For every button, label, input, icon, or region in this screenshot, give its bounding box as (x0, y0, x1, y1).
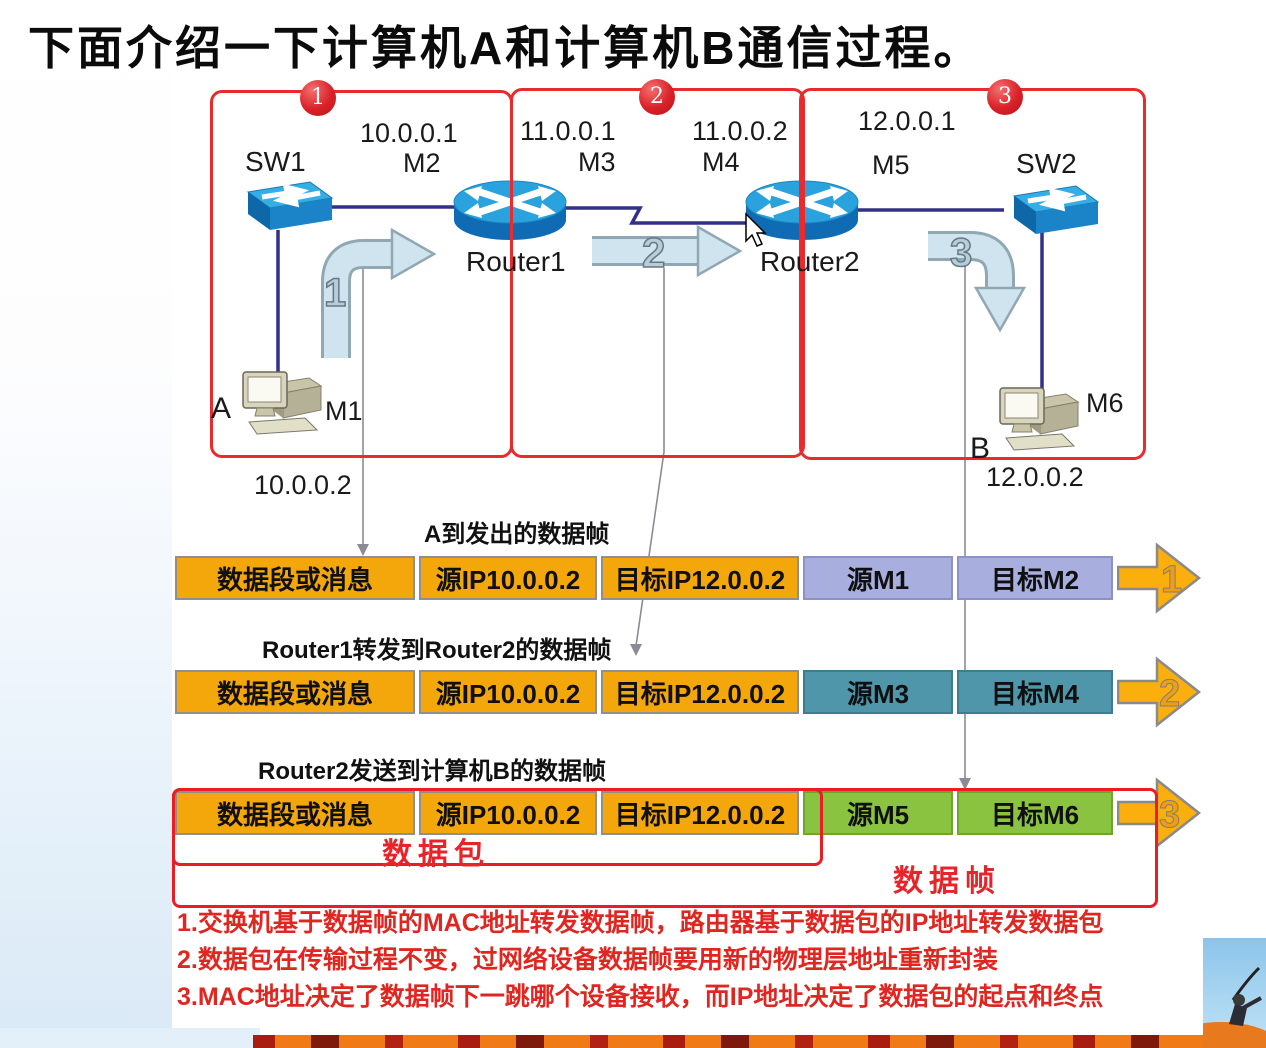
label-router2: Router2 (760, 246, 860, 277)
frame-cell-src-mac: 源M5 (803, 791, 953, 835)
label-mac-m2: M2 (403, 148, 441, 178)
frame-cell-src-ip: 源IP10.0.0.2 (419, 556, 597, 600)
label-host-b: B (970, 432, 991, 465)
frame-row-2: 数据段或消息 源IP10.0.0.2 目标IP12.0.0.2 源M3 目标M4 (175, 670, 1119, 714)
label-mac-m4: M4 (702, 147, 740, 177)
notes-line-1: 1.交换机基于数据帧的MAC地址转发数据帧，路由器基于数据包的IP地址转发数据包 (177, 909, 1104, 937)
frame-cell-payload: 数据段或消息 (175, 670, 415, 714)
frame-label: 数据帧 (893, 864, 1001, 899)
label-mac-m1: M1 (325, 396, 363, 426)
frame-cell-dst-mac: 目标M2 (957, 556, 1113, 600)
row-step-arrow-2-number: 2 (1159, 673, 1180, 715)
packet-outline-box (172, 788, 823, 866)
label-host-a: A (211, 392, 232, 425)
bottom-background-tint (0, 1028, 260, 1048)
frame-cell-src-ip: 源IP10.0.0.2 (419, 791, 597, 835)
bottom-banner (253, 1035, 1266, 1048)
frame-cell-payload: 数据段或消息 (175, 791, 415, 835)
segment-badge-2: 2 (639, 79, 675, 115)
label-ip-router2-wan: 11.0.0.2 (692, 116, 788, 146)
frame-row-3-title: Router2发送到计算机B的数据帧 (258, 758, 607, 785)
frame-row-1-title: A到发出的数据帧 (424, 521, 610, 548)
packet-label: 数据包 (382, 837, 490, 872)
row-step-arrow-3-number: 3 (1159, 794, 1180, 836)
row-step-arrow-1: 1 (1117, 542, 1202, 614)
label-ip-router1-lan: 10.0.0.1 (360, 118, 458, 148)
frame-cell-payload: 数据段或消息 (175, 556, 415, 600)
corner-photo-art (1203, 966, 1266, 1048)
label-mac-m5: M5 (872, 150, 910, 180)
label-sw2: SW2 (1016, 148, 1077, 179)
frame-cell-dst-mac: 目标M4 (957, 670, 1113, 714)
page-title: 下面介绍一下计算机A和计算机B通信过程。 (28, 22, 983, 74)
frame-cell-src-ip: 源IP10.0.0.2 (419, 670, 597, 714)
row-step-arrow-3: 3 (1117, 777, 1202, 849)
label-ip-host-a: 10.0.0.2 (254, 470, 352, 500)
frame-cell-src-mac: 源M1 (803, 556, 953, 600)
segment-badge-3: 3 (987, 79, 1023, 115)
label-sw1: SW1 (245, 146, 306, 177)
label-mac-m3: M3 (578, 147, 616, 177)
frame-cell-dst-ip: 目标IP12.0.0.2 (601, 791, 799, 835)
frame-cell-dst-ip: 目标IP12.0.0.2 (601, 670, 799, 714)
row-step-arrow-1-number: 1 (1161, 559, 1182, 601)
left-background-gradient (0, 0, 172, 1048)
notes-line-3: 3.MAC地址决定了数据帧下一跳哪个设备接收，而IP地址决定了数据包的起点和终点 (177, 983, 1104, 1011)
frame-row-3: 数据段或消息 源IP10.0.0.2 目标IP12.0.0.2 源M5 目标M6 (175, 791, 1119, 835)
label-mac-m6: M6 (1086, 388, 1124, 418)
frame-cell-src-mac: 源M3 (803, 670, 953, 714)
frame-row-1: 数据段或消息 源IP10.0.0.2 目标IP12.0.0.2 源M1 目标M2 (175, 556, 1119, 600)
label-router1: Router1 (466, 246, 566, 277)
segment-box-3 (799, 88, 1146, 460)
label-ip-router1-wan: 11.0.0.1 (520, 116, 616, 146)
frame-cell-dst-mac: 目标M6 (957, 791, 1113, 835)
corner-photo (1203, 938, 1266, 1048)
label-ip-host-b: 12.0.0.2 (986, 462, 1084, 492)
label-ip-router2-lan: 12.0.0.1 (858, 106, 956, 136)
frame-cell-dst-ip: 目标IP12.0.0.2 (601, 556, 799, 600)
segment-badge-1: 1 (300, 80, 336, 116)
row-step-arrow-2: 2 (1117, 656, 1202, 728)
notes-line-2: 2.数据包在传输过程不变，过网络设备数据帧要用新的物理层地址重新封装 (177, 946, 998, 974)
frame-row-2-title: Router1转发到Router2的数据帧 (262, 637, 612, 664)
